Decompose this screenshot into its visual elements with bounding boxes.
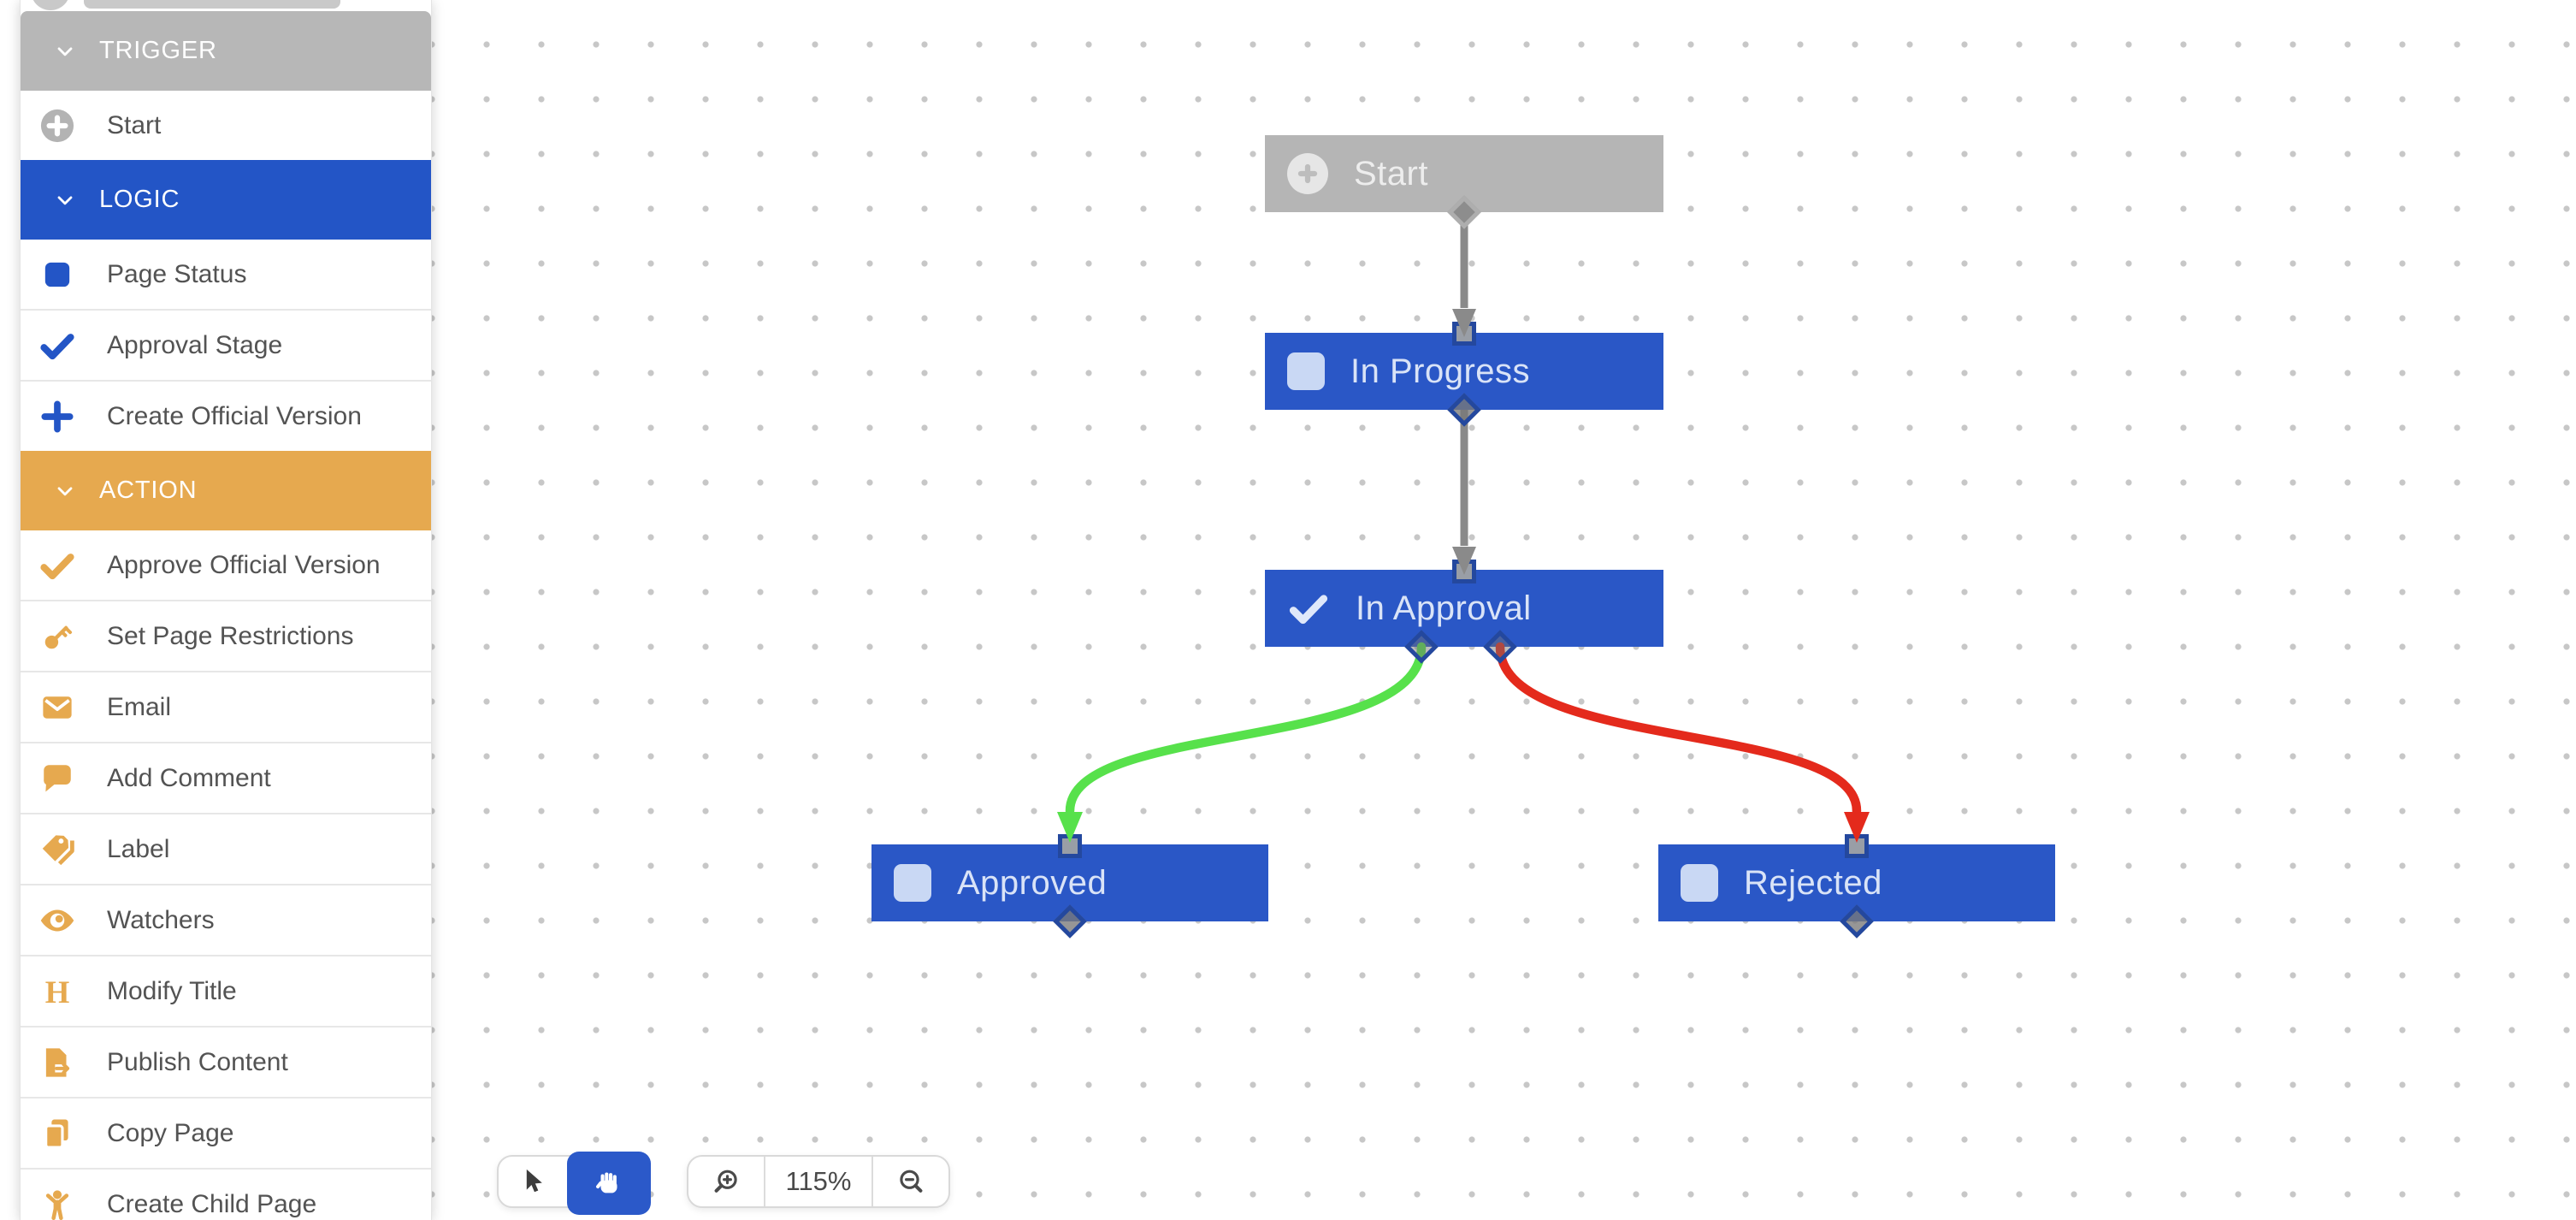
palette-item-label[interactable]: Label [21, 813, 431, 884]
palette-item-label: Email [107, 692, 172, 721]
publish-icon [38, 1044, 76, 1081]
palette-item-label: Watchers [107, 905, 215, 934]
port-rejected-top[interactable] [1845, 834, 1869, 858]
tags-icon [38, 831, 76, 868]
port-in-progress-top[interactable] [1452, 322, 1476, 346]
square-icon [38, 256, 76, 293]
node-label: Rejected [1744, 863, 1882, 902]
palette-item-publish-content[interactable]: Publish Content [21, 1026, 431, 1097]
pointer-tool-group [497, 1152, 651, 1215]
plus-circle-icon [38, 107, 76, 145]
heading-icon: H [38, 973, 76, 1010]
check-icon [38, 547, 76, 584]
svg-text:H: H [45, 974, 70, 1009]
palette-sidebar: TRIGGER Start LOGIC Page Status Approv [20, 0, 432, 1220]
plus-icon [38, 398, 76, 435]
copy-icon [38, 1115, 76, 1152]
clipped-circle-icon [31, 0, 70, 10]
check-icon [38, 327, 76, 364]
palette-item-modify-title[interactable]: H Modify Title [21, 955, 431, 1026]
section-label: TRIGGER [99, 37, 217, 64]
section-label: LOGIC [99, 186, 180, 213]
node-label: In Progress [1350, 352, 1531, 390]
palette-clipped-item [21, 0, 431, 11]
port-approved-top[interactable] [1058, 834, 1082, 858]
palette-item-label: Approve Official Version [107, 550, 381, 579]
palette-item-label: Modify Title [107, 976, 237, 1005]
pan-tool-button[interactable] [567, 1152, 651, 1215]
select-tool-button[interactable] [499, 1157, 567, 1206]
section-label: ACTION [99, 477, 198, 504]
palette-item-add-comment[interactable]: Add Comment [21, 742, 431, 813]
envelope-icon [38, 689, 76, 726]
clipped-bar [84, 0, 340, 9]
section-header-action[interactable]: ACTION [21, 451, 431, 530]
palette-item-label: Label [107, 834, 170, 863]
check-icon [1287, 587, 1330, 630]
palette-item-label: Set Page Restrictions [107, 621, 354, 650]
palette-item-email[interactable]: Email [21, 671, 431, 742]
zoom-controls: 115% [687, 1155, 950, 1208]
zoom-in-button[interactable] [688, 1157, 764, 1206]
palette-item-create-official-version[interactable]: Create Official Version [21, 380, 431, 451]
palette-item-label: Add Comment [107, 763, 271, 792]
square-icon [1681, 864, 1718, 902]
node-label: Start [1354, 154, 1428, 192]
palette-item-set-page-restrictions[interactable]: Set Page Restrictions [21, 600, 431, 671]
palette-item-label: Page Status [107, 259, 247, 288]
palette-item-create-child-page[interactable]: Create Child Page [21, 1168, 431, 1220]
zoom-out-icon [895, 1166, 926, 1197]
palette-item-page-status[interactable]: Page Status [21, 240, 431, 309]
edge-reject[interactable] [1495, 642, 1862, 816]
palette-item-label: Publish Content [107, 1047, 288, 1076]
child-icon [38, 1186, 76, 1220]
chevron-down-icon [53, 479, 77, 503]
square-icon [894, 864, 931, 902]
zoom-out-button[interactable] [873, 1157, 948, 1206]
port-in-approval-top[interactable] [1452, 560, 1476, 583]
comment-icon [38, 760, 76, 797]
section-header-trigger[interactable]: TRIGGER [21, 11, 431, 91]
palette-item-watchers[interactable]: Watchers [21, 884, 431, 955]
palette-item-label: Create Child Page [107, 1189, 317, 1218]
cursor-icon [517, 1166, 548, 1197]
palette-item-start[interactable]: Start [21, 91, 431, 160]
chevron-down-icon [53, 188, 77, 212]
chevron-down-icon [53, 39, 77, 63]
palette-item-approval-stage[interactable]: Approval Stage [21, 309, 431, 380]
eye-icon [38, 902, 76, 939]
palette-item-label: Create Official Version [107, 401, 362, 430]
palette-item-label: Start [107, 110, 162, 139]
key-icon [38, 618, 76, 655]
plus-circle-icon [1287, 153, 1328, 194]
palette-item-label: Approval Stage [107, 330, 283, 359]
zoom-level: 115% [764, 1157, 873, 1206]
section-header-logic[interactable]: LOGIC [21, 160, 431, 240]
hand-icon [593, 1167, 625, 1199]
node-label: In Approval [1356, 589, 1532, 627]
palette-item-label: Copy Page [107, 1118, 234, 1147]
edge-approve[interactable] [1065, 642, 1427, 816]
zoom-in-icon [711, 1166, 741, 1197]
square-icon [1287, 352, 1325, 390]
palette-item-copy-page[interactable]: Copy Page [21, 1097, 431, 1168]
palette-item-approve-official-version[interactable]: Approve Official Version [21, 530, 431, 600]
node-label: Approved [957, 863, 1108, 902]
